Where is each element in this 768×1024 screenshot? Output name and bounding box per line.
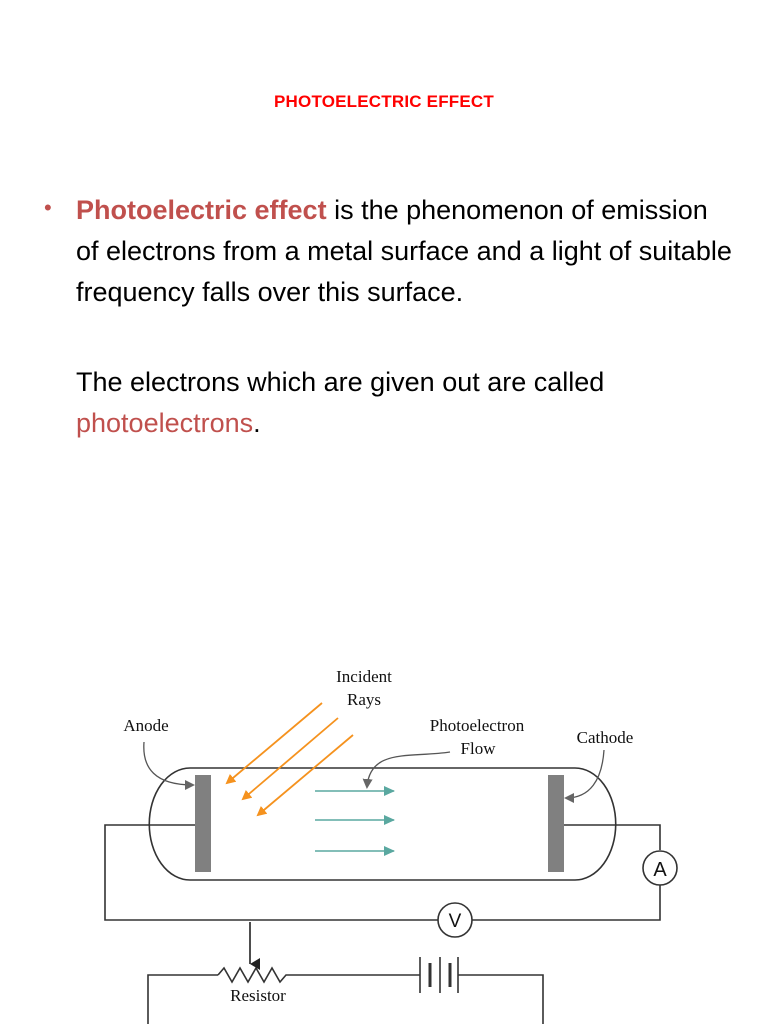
cathode-label: Cathode	[577, 728, 634, 747]
photoelectrons-period: .	[253, 408, 261, 438]
anode-pointer	[143, 741, 195, 790]
incident-rays-label-line1: Incident	[336, 667, 392, 686]
photoelectron-arrows	[315, 786, 395, 856]
resistor-label: Resistor	[230, 986, 286, 1005]
voltmeter-label: V	[449, 911, 462, 932]
page-title: PHOTOELECTRIC EFFECT	[274, 92, 494, 111]
voltmeter	[437, 902, 473, 938]
circuit-wire-lower	[147, 974, 544, 1024]
photoelectrons-term: photoelectrons	[76, 408, 254, 438]
anode-label: Anode	[123, 716, 168, 735]
photoelectrons-paragraph: The electrons which are given out are ca…	[76, 362, 736, 444]
cathode-plate	[548, 775, 564, 872]
definition-term: Photoelectric effect	[76, 195, 327, 225]
incident-rays-label-line2: Rays	[347, 690, 381, 709]
cathode-pointer	[564, 749, 605, 803]
photoelectrons-text: The electrons which are given out are ca…	[76, 367, 605, 397]
anode-plate	[195, 775, 211, 872]
circuit-wire-main	[104, 824, 661, 921]
definition-text: is the phenomenon of emission of electro…	[76, 195, 732, 307]
battery	[419, 957, 459, 993]
vacuum-tube	[148, 767, 617, 881]
photoelectric-diagram: A V Resistor Incident Rays Anode Photoel…	[104, 667, 678, 1024]
photoelectron-label-line2: Flow	[461, 739, 497, 758]
bullet-dot: •	[44, 195, 52, 220]
incident-rays	[225, 702, 354, 817]
photoelectron-label-line1: Photoelectron	[430, 716, 525, 735]
ammeter	[642, 850, 678, 886]
definition-paragraph: Photoelectric effect is the phenomenon o…	[76, 190, 736, 313]
resistor	[217, 966, 290, 984]
ammeter-label: A	[653, 859, 667, 881]
photoelectron-pointer	[362, 751, 451, 789]
